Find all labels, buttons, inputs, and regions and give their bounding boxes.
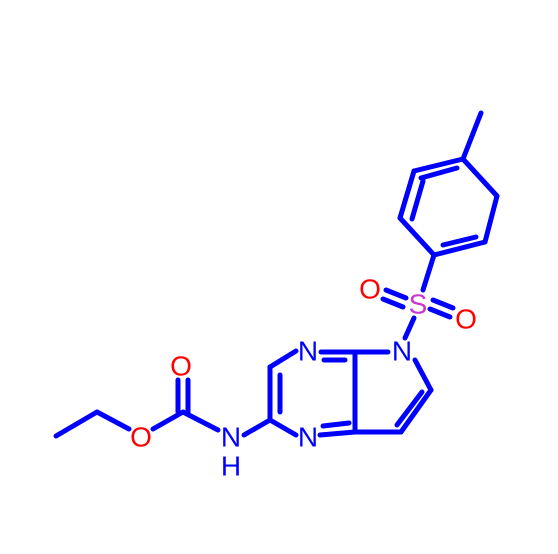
bond-so-left-a xyxy=(383,287,409,301)
bond-aryl-inner-a xyxy=(409,178,426,222)
bond-so-left-b xyxy=(380,296,406,310)
bond-c-npz-bottom xyxy=(267,417,299,438)
atom-n-pyrrole: N xyxy=(392,336,412,367)
bond-oester-ch2 xyxy=(94,409,132,432)
bond-nh-carbonyl xyxy=(180,409,221,433)
bond-aryl-6 xyxy=(411,156,466,174)
atom-n-carbamate: N xyxy=(221,422,241,453)
bond-aryl-1 xyxy=(460,156,500,199)
bond-methyl-aryl xyxy=(460,110,484,162)
bond-npz-top-c xyxy=(267,348,299,370)
atom-label-layer: N N N N H S O O O O xyxy=(130,274,477,482)
atom-o-sulfonyl-left: O xyxy=(359,274,381,305)
atom-s-sulfonyl: S xyxy=(409,289,428,320)
atom-o-sulfonyl-right: O xyxy=(455,304,477,335)
bond-c-nh xyxy=(241,417,273,438)
bond-so-right-b xyxy=(427,306,453,320)
atom-o-carbonyl: O xyxy=(170,351,192,382)
bond-aryl-inner-b xyxy=(440,234,479,248)
bond-npz-bottom-c3a xyxy=(317,429,358,438)
bond-aryl-5 xyxy=(397,168,417,221)
bond-pyrrole-cc-inner xyxy=(394,389,425,428)
bond-aryl-inner-c xyxy=(418,165,460,181)
atom-n-pyrazine-bottom: N xyxy=(298,422,318,453)
bond-aryl-sulfur xyxy=(420,252,437,293)
atom-n-pyrazine-top: N xyxy=(298,336,318,367)
bond-npz-bottom-c3a-inner xyxy=(320,420,352,429)
atom-o-ester: O xyxy=(130,422,152,453)
bond-pyrrole-cc xyxy=(398,387,434,435)
bond-aryl-3 xyxy=(431,239,488,258)
atom-h-carbamate: H xyxy=(221,451,241,482)
bond-carbonyl-oester xyxy=(150,409,186,432)
bond-aryl-2 xyxy=(482,193,500,245)
bond-npyrrole-c xyxy=(412,357,434,393)
bond-ch2-ch3 xyxy=(53,409,100,439)
bond-layer xyxy=(53,110,500,439)
bond-aryl-4 xyxy=(397,215,437,258)
bond-sulfur-npyrrole xyxy=(402,315,417,341)
bond-so-right-a xyxy=(430,297,456,311)
